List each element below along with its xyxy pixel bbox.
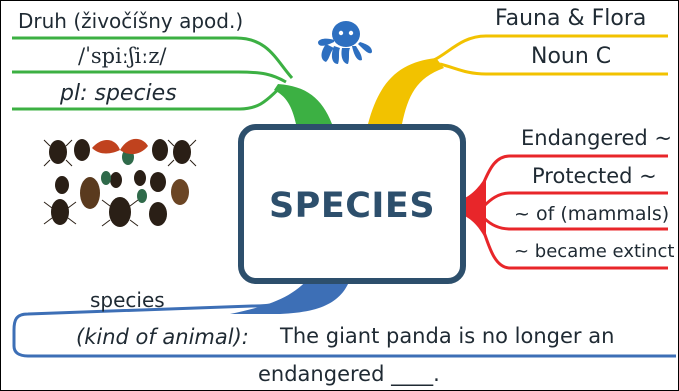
red-label-became-extinct: ~ became extinct bbox=[514, 243, 674, 261]
green-label-plural: pl: species bbox=[60, 83, 177, 105]
red-label-of-mammals: ~ of (mammals) bbox=[514, 205, 669, 224]
red-label-protected: Protected ~ bbox=[532, 166, 657, 187]
central-title: SPECIES bbox=[244, 186, 460, 226]
blue-example-line1: The giant panda is no longer an bbox=[280, 326, 614, 347]
blue-label-meaning: (kind of animal): bbox=[76, 327, 249, 348]
yellow-label-category: Fauna & Flora bbox=[495, 8, 646, 30]
green-label-pronunciation: /ˈspiːʃiːz/ bbox=[78, 46, 167, 67]
blue-label-word: species bbox=[90, 290, 165, 310]
red-label-endangered: Endangered ~ bbox=[521, 128, 672, 149]
blue-example-line2: endangered ____. bbox=[258, 364, 440, 385]
central-node: SPECIES bbox=[238, 124, 466, 284]
green-label-translation: Druh (živočíšny apod.) bbox=[18, 11, 243, 31]
yellow-label-grammar: Noun C bbox=[531, 46, 611, 68]
